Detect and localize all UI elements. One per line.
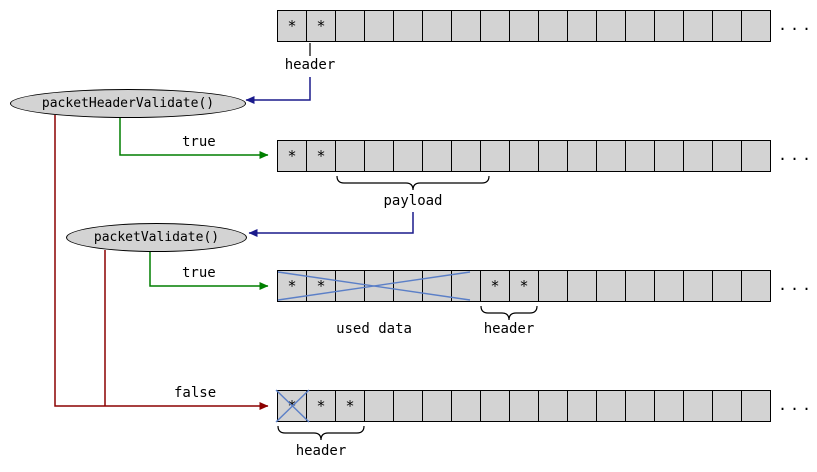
- row4-header-label: header: [295, 443, 347, 459]
- byte-cell: *: [277, 140, 307, 172]
- packet-row-1: **: [277, 10, 771, 42]
- byte-cell: [451, 270, 481, 302]
- false-arrow-main: [54, 115, 269, 410]
- byte-cell: [509, 140, 539, 172]
- row1-header-label: header: [284, 57, 336, 73]
- byte-cell: [567, 10, 597, 42]
- byte-cell: [509, 390, 539, 422]
- byte-cell: *: [480, 270, 510, 302]
- byte-cell: [422, 270, 452, 302]
- byte-cell: *: [509, 270, 539, 302]
- byte-cell: *: [306, 390, 336, 422]
- byte-cell: [364, 10, 394, 42]
- byte-cell: [451, 140, 481, 172]
- byte-cell: [567, 390, 597, 422]
- byte-cell: [625, 270, 655, 302]
- byte-cell: [480, 390, 510, 422]
- byte-cell: *: [277, 270, 307, 302]
- byte-cell: [596, 270, 626, 302]
- byte-cell: [538, 10, 568, 42]
- byte-cell: [741, 270, 771, 302]
- byte-cell: [712, 10, 742, 42]
- byte-cell: [567, 140, 597, 172]
- byte-cell: [422, 10, 452, 42]
- byte-cell: [364, 270, 394, 302]
- byte-cell: [625, 390, 655, 422]
- byte-cell: *: [306, 270, 336, 302]
- ellipsis-row-4: ...: [778, 396, 815, 414]
- byte-cell: *: [306, 140, 336, 172]
- byte-cell: [509, 10, 539, 42]
- byte-cell: [393, 140, 423, 172]
- byte-cell: [480, 10, 510, 42]
- row3-header-brace: [480, 305, 538, 321]
- byte-cell: [625, 140, 655, 172]
- byte-cell: [364, 140, 394, 172]
- byte-cell: [712, 390, 742, 422]
- byte-cell: [538, 140, 568, 172]
- false-label: false: [174, 385, 217, 401]
- ellipsis-row-3: ...: [778, 276, 815, 294]
- byte-cell: *: [277, 390, 307, 422]
- byte-cell: [596, 390, 626, 422]
- byte-cell: [451, 390, 481, 422]
- byte-cell: [712, 140, 742, 172]
- used-data-label: used data: [336, 321, 412, 337]
- payload-brace: [336, 175, 490, 191]
- row4-header-brace: [277, 425, 365, 441]
- true-label-2: true: [182, 265, 216, 281]
- byte-cell: [654, 390, 684, 422]
- byte-cell: [393, 10, 423, 42]
- true-label-1: true: [182, 134, 216, 150]
- byte-cell: [741, 10, 771, 42]
- byte-cell: *: [306, 10, 336, 42]
- byte-cell: [422, 390, 452, 422]
- byte-cell: [654, 10, 684, 42]
- payload-label: payload: [383, 193, 443, 209]
- ellipsis-row-2: ...: [778, 146, 815, 164]
- byte-cell: [335, 270, 365, 302]
- byte-cell: [393, 270, 423, 302]
- byte-cell: [683, 140, 713, 172]
- node-packet-validate: packetValidate(): [66, 223, 247, 252]
- packet-row-2: **: [277, 140, 771, 172]
- call-arrow-packet-validate: [248, 212, 414, 237]
- byte-cell: [596, 10, 626, 42]
- byte-cell: [538, 270, 568, 302]
- byte-cell: [596, 140, 626, 172]
- byte-cell: [712, 270, 742, 302]
- byte-cell: [741, 140, 771, 172]
- packet-row-3: ****: [277, 270, 771, 302]
- call-arrow-header-validate: [245, 77, 311, 104]
- byte-cell: [335, 140, 365, 172]
- byte-cell: [741, 390, 771, 422]
- node-packet-header-validate: packetHeaderValidate(): [10, 89, 246, 118]
- byte-cell: [335, 10, 365, 42]
- byte-cell: [567, 270, 597, 302]
- byte-cell: *: [277, 10, 307, 42]
- byte-cell: [683, 270, 713, 302]
- byte-cell: [538, 390, 568, 422]
- byte-cell: [683, 10, 713, 42]
- byte-cell: [364, 390, 394, 422]
- ellipsis-row-1: ...: [778, 16, 815, 34]
- packet-row-4: ***: [277, 390, 771, 422]
- byte-cell: [422, 140, 452, 172]
- byte-cell: [654, 140, 684, 172]
- byte-cell: [451, 10, 481, 42]
- byte-cell: [625, 10, 655, 42]
- byte-cell: [654, 270, 684, 302]
- row3-header-label: header: [483, 321, 535, 337]
- byte-cell: [393, 390, 423, 422]
- byte-cell: [480, 140, 510, 172]
- byte-cell: [683, 390, 713, 422]
- byte-cell: *: [335, 390, 365, 422]
